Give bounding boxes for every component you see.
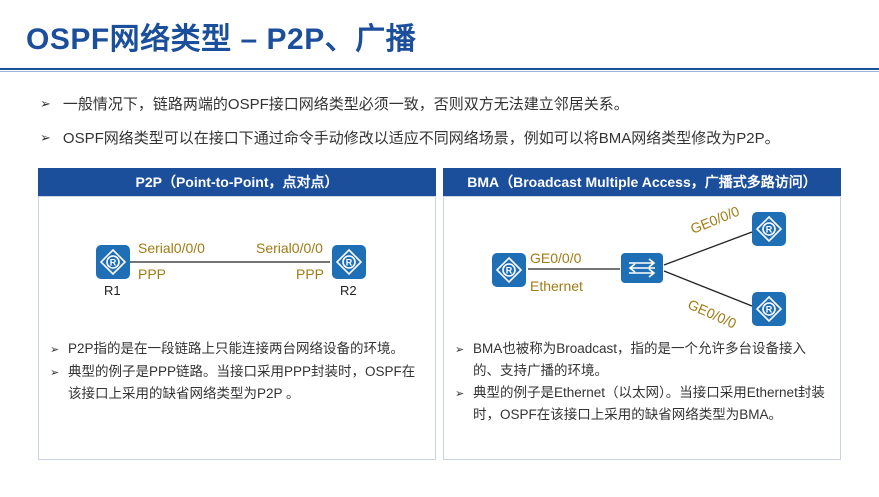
router-icon: R (752, 212, 786, 246)
bma-link-bottom (663, 270, 753, 307)
bullet-arrow-icon: ➢ (50, 344, 60, 356)
router-glyph: R (335, 248, 363, 276)
router-label-r1: R1 (104, 283, 121, 298)
slide-bullet-text: 一般情况下，链路两端的OSPF接口网络类型必须一致，否则双方无法建立邻居关系。 (62, 96, 629, 113)
r2-interface-label: Serial0/0/0 (256, 240, 323, 256)
svg-text:R: R (766, 305, 773, 315)
bullet-arrow-icon: ➢ (50, 367, 60, 379)
switch-glyph (628, 258, 656, 278)
title-divider (0, 68, 879, 70)
bullet-arrow-icon: ➢ (40, 95, 51, 111)
router-icon: R (96, 245, 130, 279)
bullet-arrow-icon: ➢ (40, 129, 51, 145)
p2p-panel-header: P2P（Point-to-Point，点对点） (38, 168, 436, 196)
list-item: ➢ BMA也被称为Broadcast，指的是一个允许多台设备接入的、支持广播的环… (455, 338, 831, 382)
r1-protocol-label: PPP (138, 266, 167, 282)
r2-protocol-label: PPP (296, 266, 325, 282)
slide-title: OSPF网络类型 – P2P、广播 (26, 23, 417, 56)
bma-left-media-label: Ethernet (530, 278, 583, 294)
svg-text:R: R (506, 266, 513, 276)
bma-link-top (663, 231, 753, 266)
router-icon: R (492, 253, 526, 287)
bma-bullet-list: ➢ BMA也被称为Broadcast，指的是一个允许多台设备接入的、支持广播的环… (455, 338, 831, 426)
bma-panel-header: BMA（Broadcast Multiple Access，广播式多路访问） (443, 168, 841, 196)
bullet-arrow-icon: ➢ (455, 344, 465, 356)
p2p-bullet-list: ➢ P2P指的是在一段链路上只能连接两台网络设备的环境。 ➢ 典型的例子是PPP… (50, 338, 426, 405)
router-icon: R (752, 292, 786, 326)
slide-bullet-2: ➢ OSPF网络类型可以在接口下通过命令手动修改以适应不同网络场景，例如可以将B… (40, 127, 780, 148)
switch-icon (621, 253, 663, 283)
bullet-arrow-icon: ➢ (455, 388, 465, 400)
router-label-r2: R2 (340, 283, 357, 298)
router-glyph: R (495, 256, 523, 284)
router-icon: R (332, 245, 366, 279)
svg-text:R: R (110, 258, 117, 268)
r1-interface-label: Serial0/0/0 (138, 240, 205, 256)
bma-bullet-text: 典型的例子是Ethernet（以太网）。当接口采用Ethernet封装时，OSP… (473, 385, 825, 422)
router-glyph: R (99, 248, 127, 276)
p2p-bullet-text: 典型的例子是PPP链路。当接口采用PPP封装时，OSPF在该接口上采用的缺省网络… (68, 364, 416, 401)
bma-bullet-text: BMA也被称为Broadcast，指的是一个允许多台设备接入的、支持广播的环境。 (473, 341, 807, 378)
router-glyph: R (755, 295, 783, 323)
p2p-panel (38, 196, 436, 460)
list-item: ➢ 典型的例子是PPP链路。当接口采用PPP封装时，OSPF在该接口上采用的缺省… (50, 361, 426, 405)
svg-text:R: R (766, 225, 773, 235)
p2p-bullet-text: P2P指的是在一段链路上只能连接两台网络设备的环境。 (68, 341, 405, 356)
bma-left-interface-label: GE0/0/0 (530, 250, 582, 266)
list-item: ➢ 典型的例子是Ethernet（以太网）。当接口采用Ethernet封装时，O… (455, 382, 831, 426)
slide-bullet-1: ➢ 一般情况下，链路两端的OSPF接口网络类型必须一致，否则双方无法建立邻居关系… (40, 93, 629, 114)
title-divider-thin (0, 71, 879, 72)
slide-bullet-text: OSPF网络类型可以在接口下通过命令手动修改以适应不同网络场景，例如可以将BMA… (62, 130, 780, 147)
router-glyph: R (755, 215, 783, 243)
list-item: ➢ P2P指的是在一段链路上只能连接两台网络设备的环境。 (50, 338, 426, 361)
svg-text:R: R (346, 258, 353, 268)
